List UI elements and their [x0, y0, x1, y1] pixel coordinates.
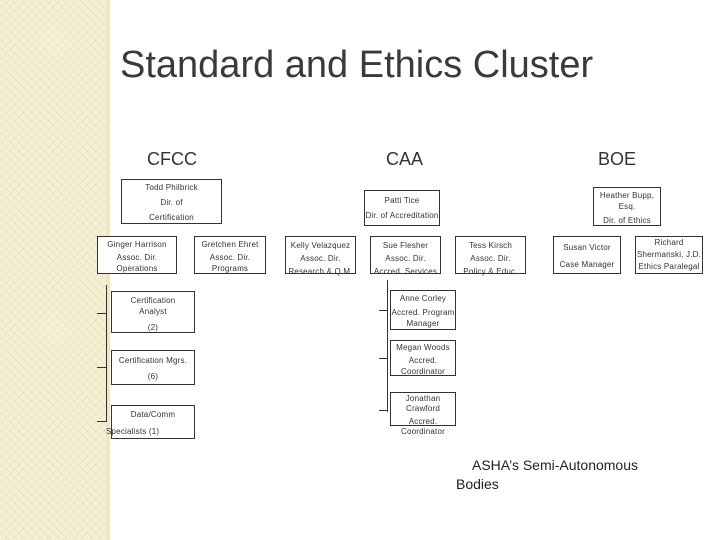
person-name: Ginger Harrison	[107, 240, 167, 249]
staff-count: (6)	[147, 372, 159, 381]
person-name: Todd Philbrick	[145, 183, 198, 192]
connector-line	[379, 310, 388, 311]
person-title: Coordinator	[400, 427, 445, 436]
connector-line	[106, 285, 107, 421]
org-box-certification-analyst: Certification Analyst (2)	[111, 291, 195, 333]
person-name: Tess Kirsch	[468, 241, 513, 250]
org-box-tess-kirsch: Tess Kirsch Assoc. Dir. Policy & Educ.	[455, 236, 526, 276]
person-name: Esq.	[618, 202, 636, 211]
person-title: Dir. of Ethics	[603, 216, 651, 225]
org-box-data-comm-specialists: Data/Comm Specialists (1)	[106, 405, 195, 439]
staff-count: Specialists (1)	[106, 427, 160, 436]
person-title: Coordinator	[400, 367, 445, 376]
person-title: Research & Q.M.	[288, 267, 353, 276]
staff-count: (2)	[147, 323, 159, 332]
person-title: Ethics Paralegal	[638, 262, 700, 271]
staff-role: Certification Mgrs.	[118, 356, 188, 365]
person-name: Anne Corley	[399, 294, 447, 303]
footer-caption: ASHA’s Semi-Autonomous Bodies	[456, 456, 638, 494]
org-box-susan-victor: Susan Victor Case Manager	[553, 236, 621, 274]
person-name: Jonathan Crawford	[405, 394, 441, 413]
footer-line: ASHA’s Semi-Autonomous	[472, 457, 638, 473]
connector-line	[387, 280, 388, 412]
connector-line	[97, 421, 107, 422]
org-box-sue-flesher: Sue Flesher Assoc. Dir. Accred. Services	[370, 236, 441, 276]
org-box-megan-woods: Megan Woods Accred. Coordinator	[390, 340, 456, 376]
decorative-sidebar	[0, 0, 106, 540]
footer-line: Bodies	[456, 476, 499, 492]
org-box-heather-bupp: Heather Bupp, Esq. Dir. of Ethics	[593, 187, 661, 226]
org-box-anne-corley: Anne Corley Accred. Program Manager	[390, 290, 456, 330]
person-title: Manager	[406, 319, 440, 328]
org-box-patti-tice: Patti Tice Dir. of Accreditation	[364, 190, 440, 226]
org-box-kelly-velazquez: Kelly Velazquez Assoc. Dir. Research & Q…	[285, 236, 356, 276]
person-title: Assoc. Dir. Programs	[209, 253, 251, 273]
staff-role: Certification	[130, 296, 176, 305]
person-title: Assoc. Dir.	[300, 254, 341, 263]
org-box-certification-mgrs: Certification Mgrs. (6)	[111, 350, 195, 385]
staff-role: Analyst	[139, 307, 167, 316]
org-box-richard-shermanski: Richard Shermanski, J.D. Ethics Paralega…	[635, 236, 703, 274]
person-name: Heather Bupp,	[599, 191, 655, 200]
person-name: Shermanski, J.D.	[636, 250, 702, 259]
person-title: Policy & Educ.	[463, 267, 518, 276]
person-title: Assoc. Dir.	[385, 254, 426, 263]
connector-line	[97, 367, 107, 368]
person-title: Accred.	[408, 417, 438, 426]
person-title: Assoc. Dir.	[470, 254, 511, 263]
person-name: Patti Tice	[384, 196, 420, 205]
connector-line	[379, 358, 388, 359]
cluster-heading-boe: BOE	[598, 149, 637, 169]
person-title: Dir. of Accreditation	[365, 211, 439, 220]
org-box-gretchen-ehret: Gretchen Ehret Assoc. Dir. Programs	[194, 236, 266, 274]
staff-role: Data/Comm	[130, 410, 176, 419]
person-title: Certification	[149, 213, 194, 222]
person-title: Accred. Program	[391, 308, 455, 317]
cluster-heading-cfcc: CFCC	[147, 149, 197, 169]
person-name: Kelly Velazquez	[290, 241, 351, 250]
connector-line	[379, 410, 388, 411]
page-title: Standard and Ethics Cluster	[120, 44, 594, 86]
connector-line	[97, 313, 107, 314]
person-title: Accred.	[408, 356, 438, 365]
cluster-heading-caa: CAA	[386, 149, 424, 169]
person-name: Sue Flesher	[382, 241, 429, 250]
person-name: Susan Victor	[563, 243, 611, 252]
person-name: Richard	[654, 238, 684, 247]
org-box-jonathan-crawford: Jonathan Crawford Accred. Coordinator	[390, 392, 456, 436]
person-title: Dir. of	[160, 198, 183, 207]
person-title: Accred. Services	[373, 267, 438, 276]
org-box-ginger-harrison: Ginger Harrison Assoc. Dir. Operations	[97, 236, 177, 274]
person-title: Case Manager	[559, 260, 615, 269]
person-title: Assoc. Dir. Operations	[116, 253, 158, 273]
person-name: Megan Woods	[396, 343, 450, 352]
org-box-todd-philbrick: Todd Philbrick Dir. of Certification	[121, 179, 222, 224]
person-name: Gretchen Ehret	[201, 240, 259, 249]
